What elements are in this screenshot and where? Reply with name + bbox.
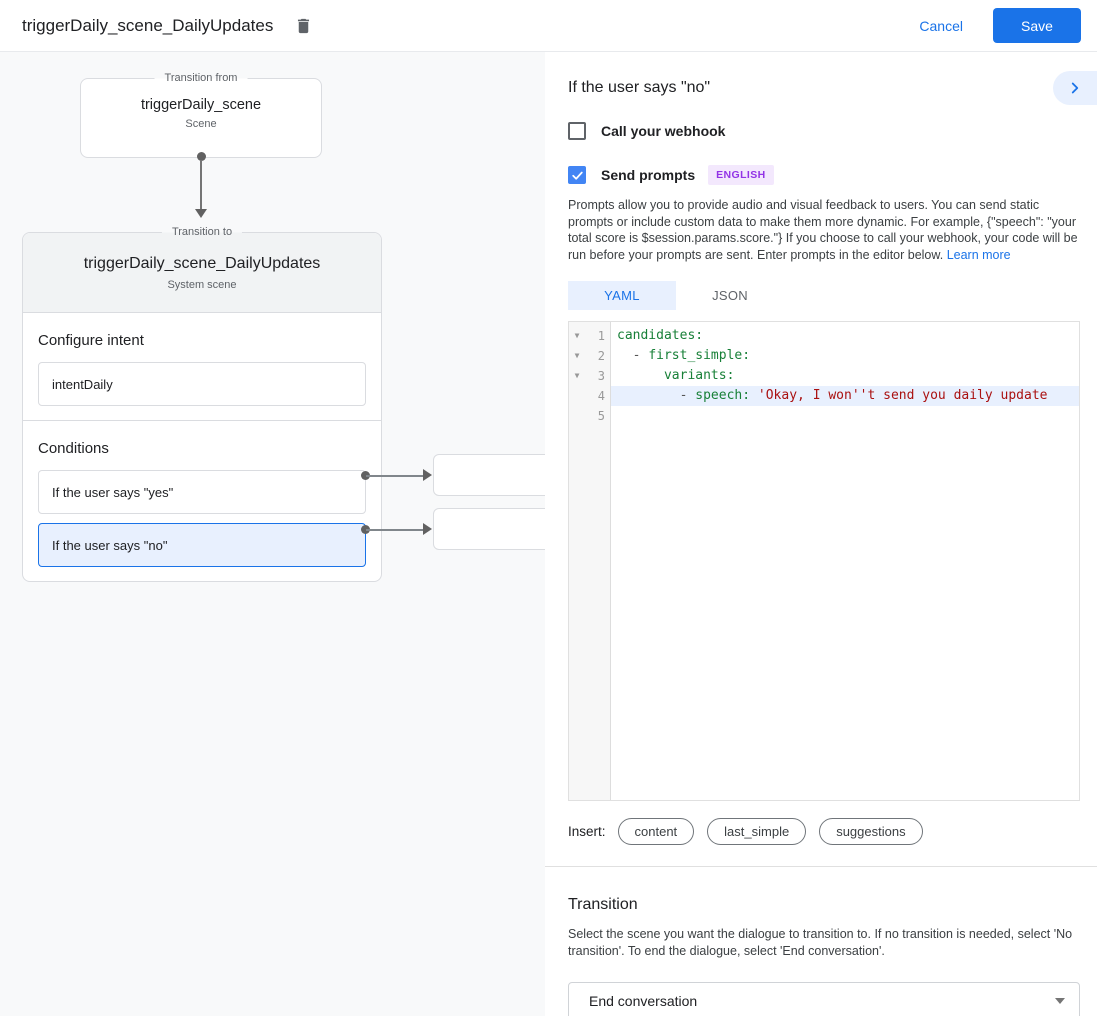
connector-dot [361,525,370,534]
from-scene-type: Scene [185,118,217,130]
code-token [617,368,664,383]
line-number: 5 [597,409,605,423]
scene-type: System scene [167,278,237,291]
line-number: 3 [597,369,605,383]
connector-line [200,160,202,209]
code-line: - first_simple: [611,346,1079,366]
configure-intent-heading: Configure intent [38,332,144,349]
condition-no-label: If the user says "no" [52,537,168,553]
webhook-checkbox-row[interactable]: Call your webhook [568,122,1080,140]
insert-row: Insert: content last_simple suggestions [568,818,1080,845]
transition-to-label: Transition to [161,225,243,240]
code-line: candidates: [611,326,1079,346]
webhook-label: Call your webhook [601,123,726,139]
conditions-section: Conditions If the user says "yes" If the… [23,420,381,581]
transition-target-node[interactable] [433,508,545,550]
condition-no[interactable]: If the user says "no" [38,523,366,567]
yaml-editor[interactable]: ▼ 1 ▼ 2 ▼ 3 4 5 candidates: - first_simple:… [568,321,1080,801]
code-line: variants: [611,366,1079,386]
transition-description: Select the scene you want the dialogue t… [568,927,1073,958]
code-token [750,388,758,403]
code-token: candidates: [617,328,704,343]
delete-button[interactable] [289,12,317,40]
connector-dot [197,152,206,161]
insert-suggestions-button[interactable]: suggestions [819,818,923,845]
prompts-description-text: Prompts allow you to provide audio and v… [568,198,1078,262]
language-badge: ENGLISH [708,165,774,185]
from-scene-name: triggerDaily_scene [140,97,262,113]
fold-arrow-icon[interactable]: ▼ [574,331,580,340]
arrow-down-icon [195,209,207,218]
transition-target-node[interactable] [433,454,545,496]
insert-content-button[interactable]: content [617,818,695,845]
code-line [611,406,1079,426]
transition-from-label: Transition from [154,71,248,86]
chevron-right-icon [1071,82,1079,94]
configure-intent-section: Configure intent intentDaily [23,313,381,420]
main-area: Transition from triggerDaily_scene Scene… [0,52,1097,1016]
editor-format-tabs: YAML JSON [568,281,1080,310]
check-icon [571,171,583,180]
arrow-right-icon [423,469,432,481]
save-button[interactable]: Save [993,8,1081,43]
webhook-checkbox[interactable] [568,122,586,140]
transition-from-node[interactable]: Transition from triggerDaily_scene Scene [80,71,322,158]
scene-name: triggerDaily_scene_DailyUpdates [83,254,321,272]
code-line-highlighted: - speech: 'Okay, I won''t send you daily… [611,386,1079,406]
tab-yaml[interactable]: YAML [568,281,676,310]
fold-arrow-icon[interactable]: ▼ [574,351,580,360]
cancel-button[interactable]: Cancel [919,17,963,34]
condition-yes-label: If the user says "yes" [52,484,174,500]
line-number: 2 [597,349,605,363]
prompts-description: Prompts allow you to provide audio and v… [568,197,1080,263]
connector-line [366,475,423,477]
insert-label: Insert: [568,824,606,839]
editor-code-area[interactable]: candidates: - first_simple: variants: - … [611,322,1079,800]
insert-last-simple-button[interactable]: last_simple [707,818,807,845]
connector-dot [361,471,370,480]
connector-line [366,529,423,531]
send-prompts-checkbox-row[interactable]: Send prompts ENGLISH [568,165,1080,185]
code-token: variants: [663,368,735,383]
dropdown-caret-icon [1055,998,1065,1004]
detail-panel: If the user says "no" Call your webhook … [545,52,1097,1016]
collapse-panel-button[interactable] [1053,71,1097,105]
transition-heading: Transition [568,896,638,913]
panel-title: If the user says "no" [568,79,711,96]
code-token: - [617,348,649,363]
trash-icon [297,18,309,33]
line-number: 4 [597,389,605,403]
section-divider [545,866,1097,867]
send-prompts-label: Send prompts [601,167,696,183]
line-number: 1 [597,329,605,343]
tab-json[interactable]: JSON [712,288,748,303]
transition-to-card: Transition to triggerDaily_scene_DailyUp… [22,225,382,582]
transition-select[interactable]: End conversation [568,982,1080,1016]
header: triggerDaily_scene_DailyUpdates Cancel S… [0,0,1097,52]
code-token: 'Okay, I won''t send you daily update [757,388,1048,403]
intent-field[interactable]: intentDaily [38,362,366,406]
flow-canvas: Transition from triggerDaily_scene Scene… [0,52,545,1016]
page-title: triggerDaily_scene_DailyUpdates [22,15,274,35]
code-token: first_simple: [648,348,751,363]
send-prompts-checkbox[interactable] [568,166,586,184]
intent-value: intentDaily [52,376,113,392]
fold-arrow-icon[interactable]: ▼ [574,371,580,380]
code-token: - [617,388,696,403]
learn-more-link[interactable]: Learn more [946,247,1011,262]
conditions-heading: Conditions [38,440,109,457]
editor-gutter: ▼ 1 ▼ 2 ▼ 3 4 5 [569,322,611,800]
condition-yes[interactable]: If the user says "yes" [38,470,366,514]
scene-card-header: triggerDaily_scene_DailyUpdates System s… [23,233,381,313]
arrow-right-icon [423,523,432,535]
transition-select-value: End conversation [589,993,698,1009]
code-token: speech: [695,388,751,403]
